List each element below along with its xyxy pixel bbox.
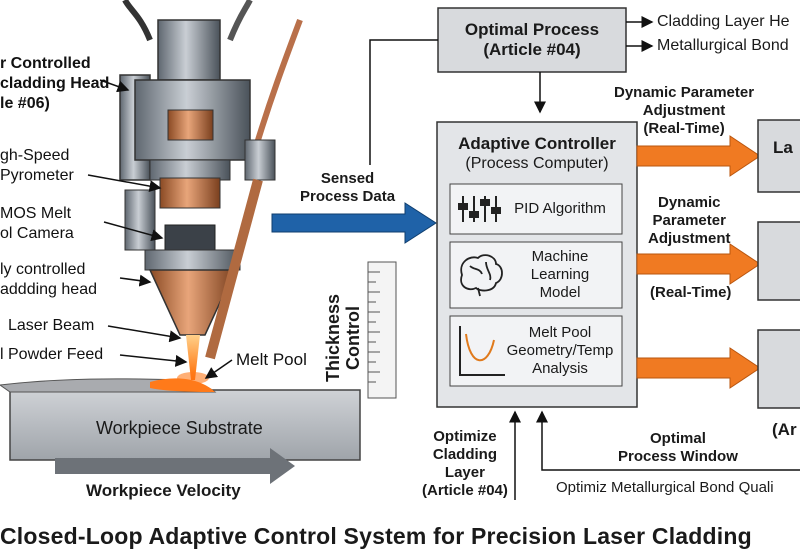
module-box-ml xyxy=(449,241,623,309)
right-box-1 xyxy=(757,119,800,193)
optimal-process-title-text: Optimal Process xyxy=(464,20,600,39)
label-thickness-control: Thickness Control xyxy=(323,293,363,383)
label-realtime: (Real-Time) xyxy=(650,284,732,301)
controller-title-text: Adaptive Controller xyxy=(458,134,616,153)
module-label-ml: Machine Learning Model xyxy=(530,248,590,301)
right-box-1-label: La xyxy=(773,138,793,157)
right-box-2 xyxy=(757,221,800,301)
cladding-head-illustration xyxy=(119,0,303,384)
label-bond-quality: Optimiz Metallurgical Bond Quali xyxy=(556,479,774,496)
output-top-1: Cladding Layer He xyxy=(657,13,790,30)
diagram-caption: Closed-Loop Adaptive Control System for … xyxy=(0,523,752,549)
label-controlled-head: r Controlled cladding Head le #06) xyxy=(0,55,110,112)
label-sensed-data: Sensed Process Data xyxy=(300,170,396,205)
label-camera: MOS Melt ol Camera xyxy=(0,205,74,242)
brain-icon xyxy=(460,254,503,297)
label-pyrometer: gh-Speed Pyrometer xyxy=(0,147,74,184)
curve-graph-icon xyxy=(459,326,505,376)
output-top-2: Metallurgical Bond xyxy=(657,37,789,54)
label-workpiece-velocity: Workpiece Velocity xyxy=(86,481,241,500)
label-laser-beam: Laser Beam xyxy=(8,317,95,334)
label-dynamic-mid: Dynamic Parameter Adjustment xyxy=(648,194,731,247)
module-label-pid: PID Algorithm xyxy=(514,200,606,217)
right-box-fragment: (Ar xyxy=(772,420,797,439)
optimal-process-subtitle: (Article #04) xyxy=(483,40,581,59)
label-workpiece-substrate: Workpiece Substrate xyxy=(96,418,263,438)
label-dynamic-top: Dynamic Parameter Adjustment (Real-Time) xyxy=(614,84,755,137)
controller-subtitle: (Process Computer) xyxy=(465,155,609,172)
sensed-data-arrow xyxy=(271,202,437,244)
right-box-3 xyxy=(757,329,800,409)
head-label-leaders xyxy=(87,79,233,379)
controller-title: Adaptive Controller (Process Computer) xyxy=(437,134,637,174)
optimal-process-title: Optimal Process (Article #04) xyxy=(438,20,626,60)
thickness-ruler xyxy=(367,261,397,399)
label-optimize-layer: Optimize Cladding Layer (Article #04) xyxy=(422,428,508,499)
label-powder-feed: l Powder Feed xyxy=(0,346,104,363)
module-label-meltpool: Melt Pool Geometry/Temp Analysis xyxy=(506,324,614,377)
feedback-lines xyxy=(509,410,800,500)
velocity-arrow xyxy=(55,448,295,484)
sliders-icon xyxy=(458,196,501,222)
optimal-process-connectors xyxy=(369,16,654,165)
module-box-pid xyxy=(449,183,623,235)
label-process-window: Optimal Process Window xyxy=(618,430,738,465)
label-melt-pool: Melt Pool xyxy=(236,350,307,369)
label-cladding-head: ly controlled addding head xyxy=(0,261,97,298)
workpiece-substrate xyxy=(0,378,361,461)
output-arrows xyxy=(636,135,761,389)
